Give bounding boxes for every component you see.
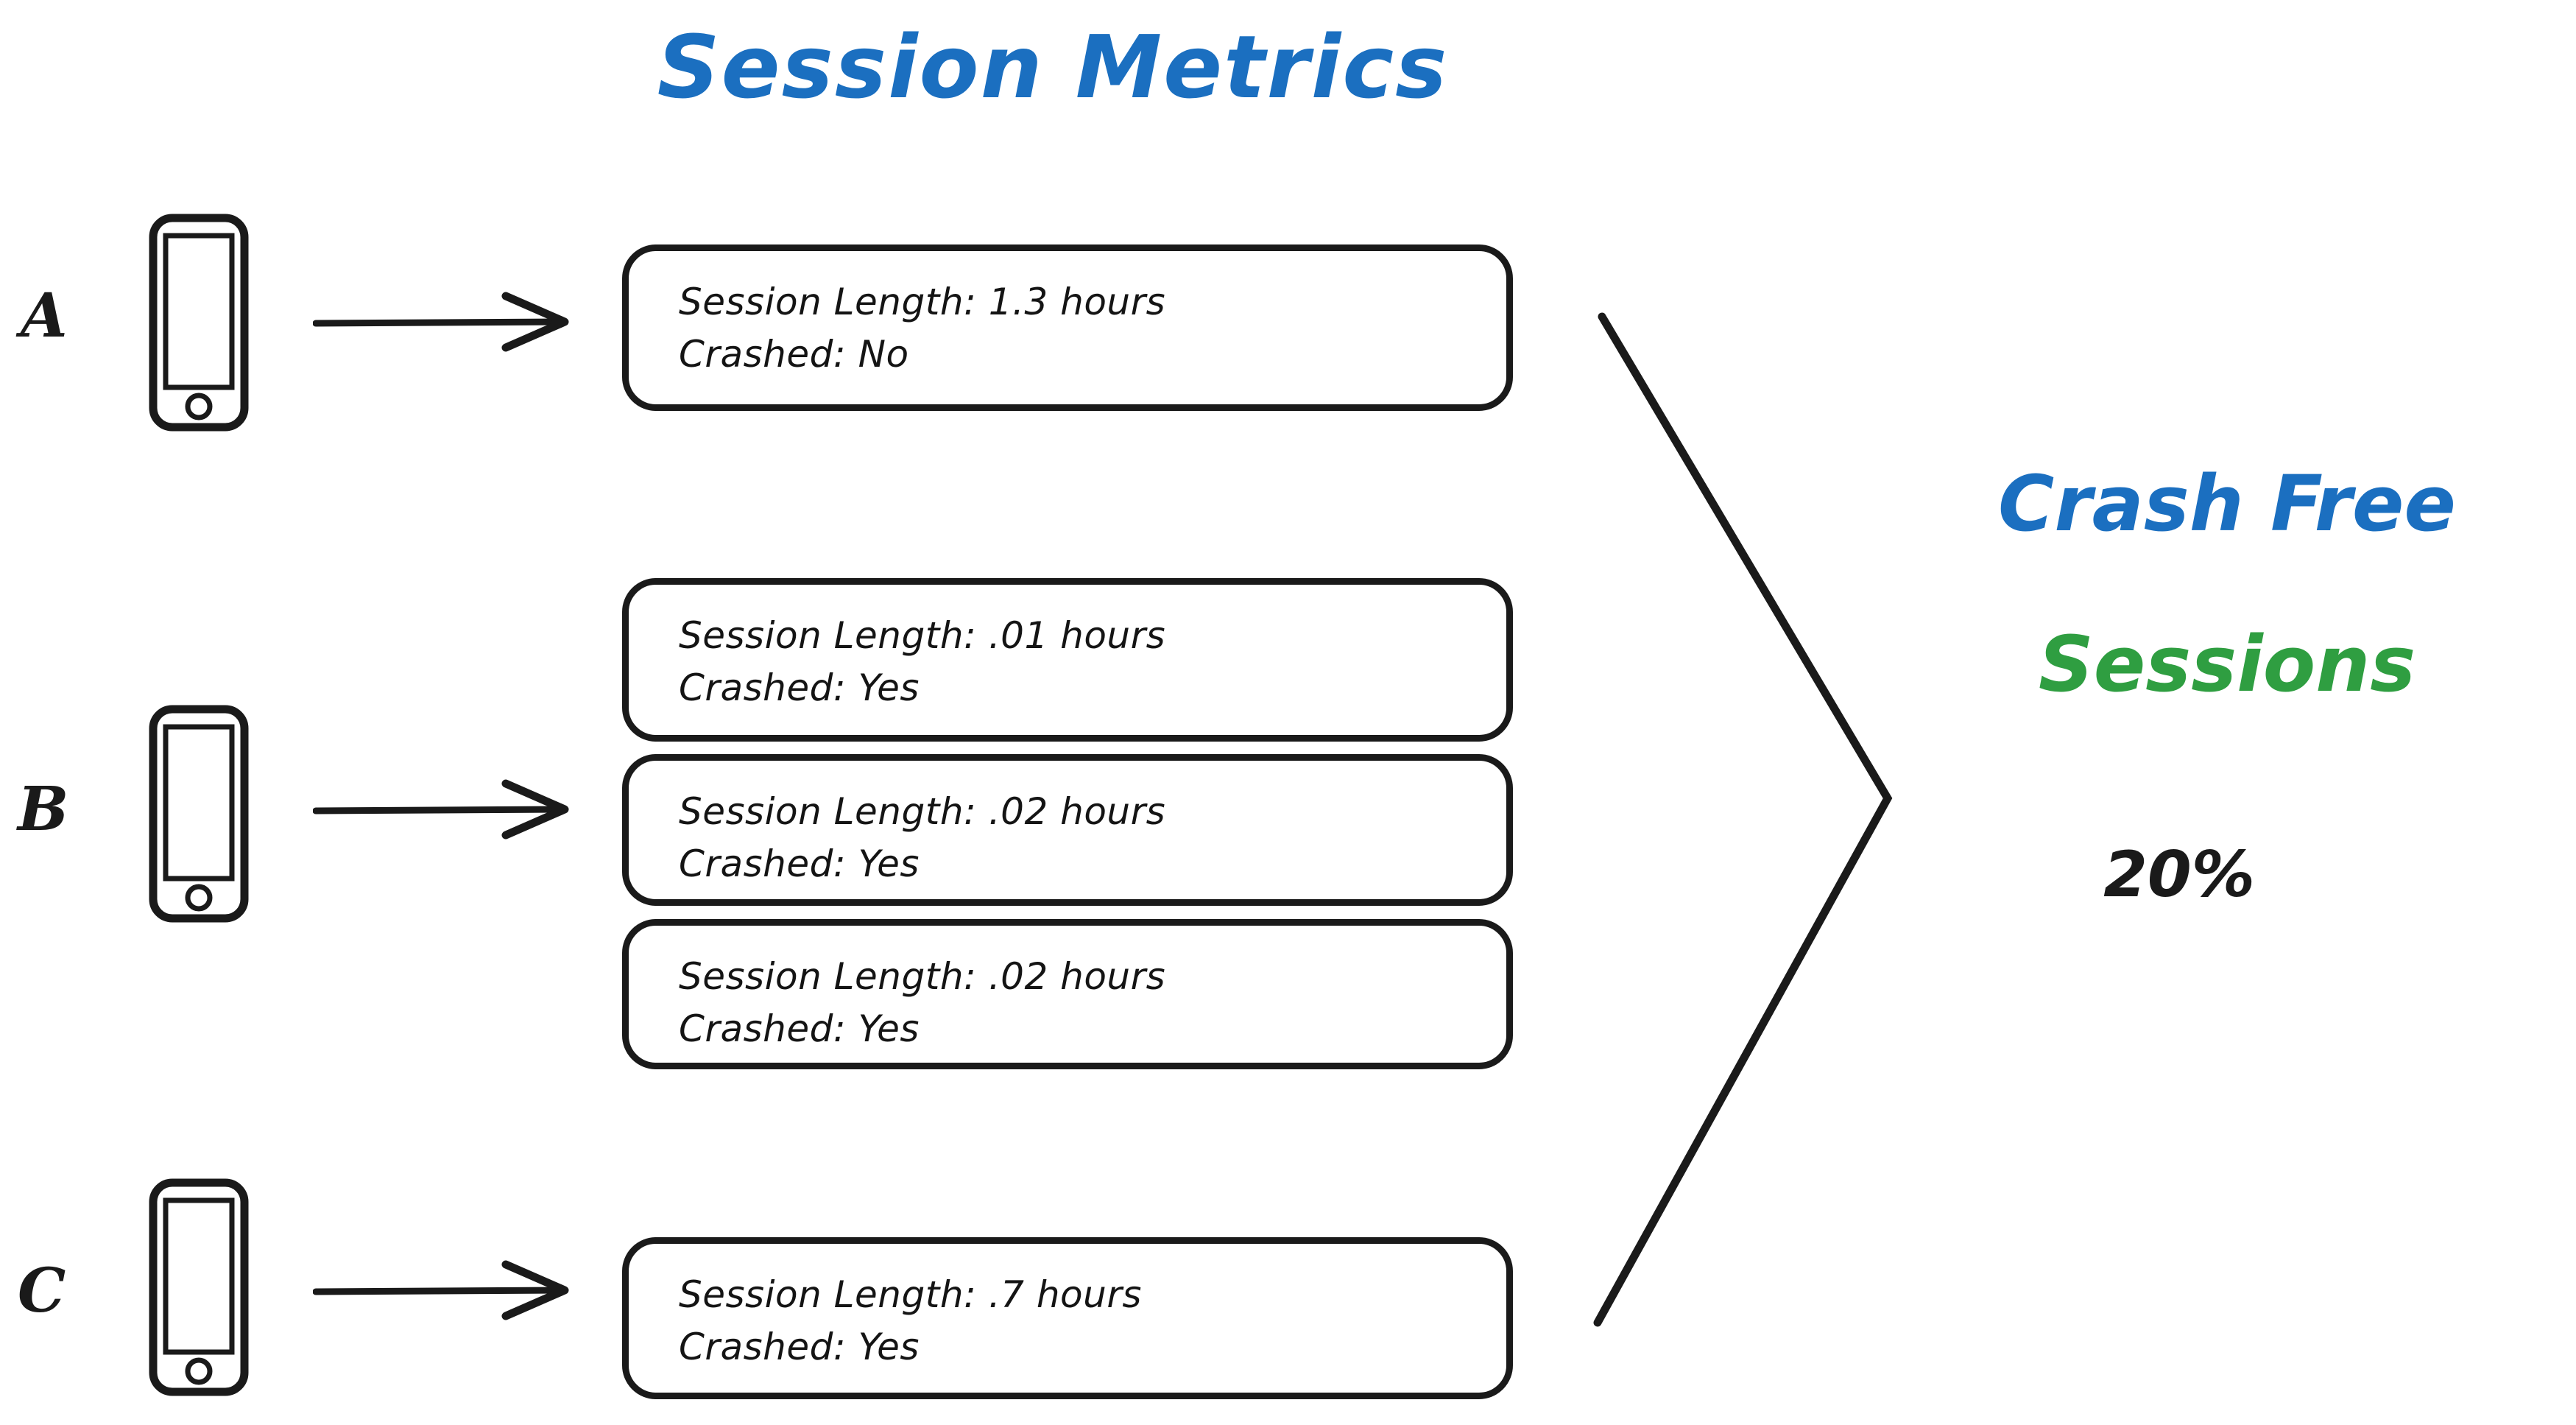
- chevron-right-bracket-icon: [1575, 295, 1914, 1343]
- session-crashed-text: Crashed: Yes: [679, 666, 920, 709]
- crash-free-sessions-value: 20%: [2103, 838, 2255, 912]
- session-crashed-text: Crashed: No: [679, 333, 909, 376]
- session-length-text: Session Length: .7 hours: [679, 1273, 1142, 1316]
- session-card[interactable]: Session Length: .7 hours Crashed: Yes: [622, 1237, 1513, 1399]
- session-card[interactable]: Session Length: .02 hours Crashed: Yes: [622, 754, 1513, 906]
- session-card[interactable]: Session Length: .01 hours Crashed: Yes: [622, 578, 1513, 742]
- outcome-title-line-1: Crash Free: [1998, 459, 2456, 549]
- session-crashed-text: Crashed: Yes: [679, 842, 920, 885]
- arrow-right-icon: [312, 775, 578, 848]
- outcome-title-line-2: Sessions: [2038, 619, 2416, 709]
- mobile-phone-icon: [147, 1177, 250, 1401]
- mobile-phone-icon: [147, 703, 250, 927]
- page-title: Session Metrics: [657, 16, 1449, 118]
- arrow-right-icon: [312, 1256, 578, 1329]
- device-label-c: C: [18, 1256, 66, 1326]
- session-length-text: Session Length: .02 hours: [679, 790, 1166, 833]
- device-label-a: A: [21, 281, 68, 351]
- device-label-b: B: [18, 774, 69, 845]
- session-length-text: Session Length: .01 hours: [679, 614, 1166, 657]
- session-card[interactable]: Session Length: 1.3 hours Crashed: No: [622, 244, 1513, 411]
- session-crashed-text: Crashed: Yes: [679, 1007, 920, 1050]
- session-card[interactable]: Session Length: .02 hours Crashed: Yes: [622, 919, 1513, 1069]
- session-length-text: Session Length: .02 hours: [679, 955, 1166, 998]
- session-length-text: Session Length: 1.3 hours: [679, 281, 1166, 323]
- mobile-phone-icon: [147, 212, 250, 436]
- arrow-right-icon: [312, 287, 578, 361]
- session-crashed-text: Crashed: Yes: [679, 1326, 920, 1368]
